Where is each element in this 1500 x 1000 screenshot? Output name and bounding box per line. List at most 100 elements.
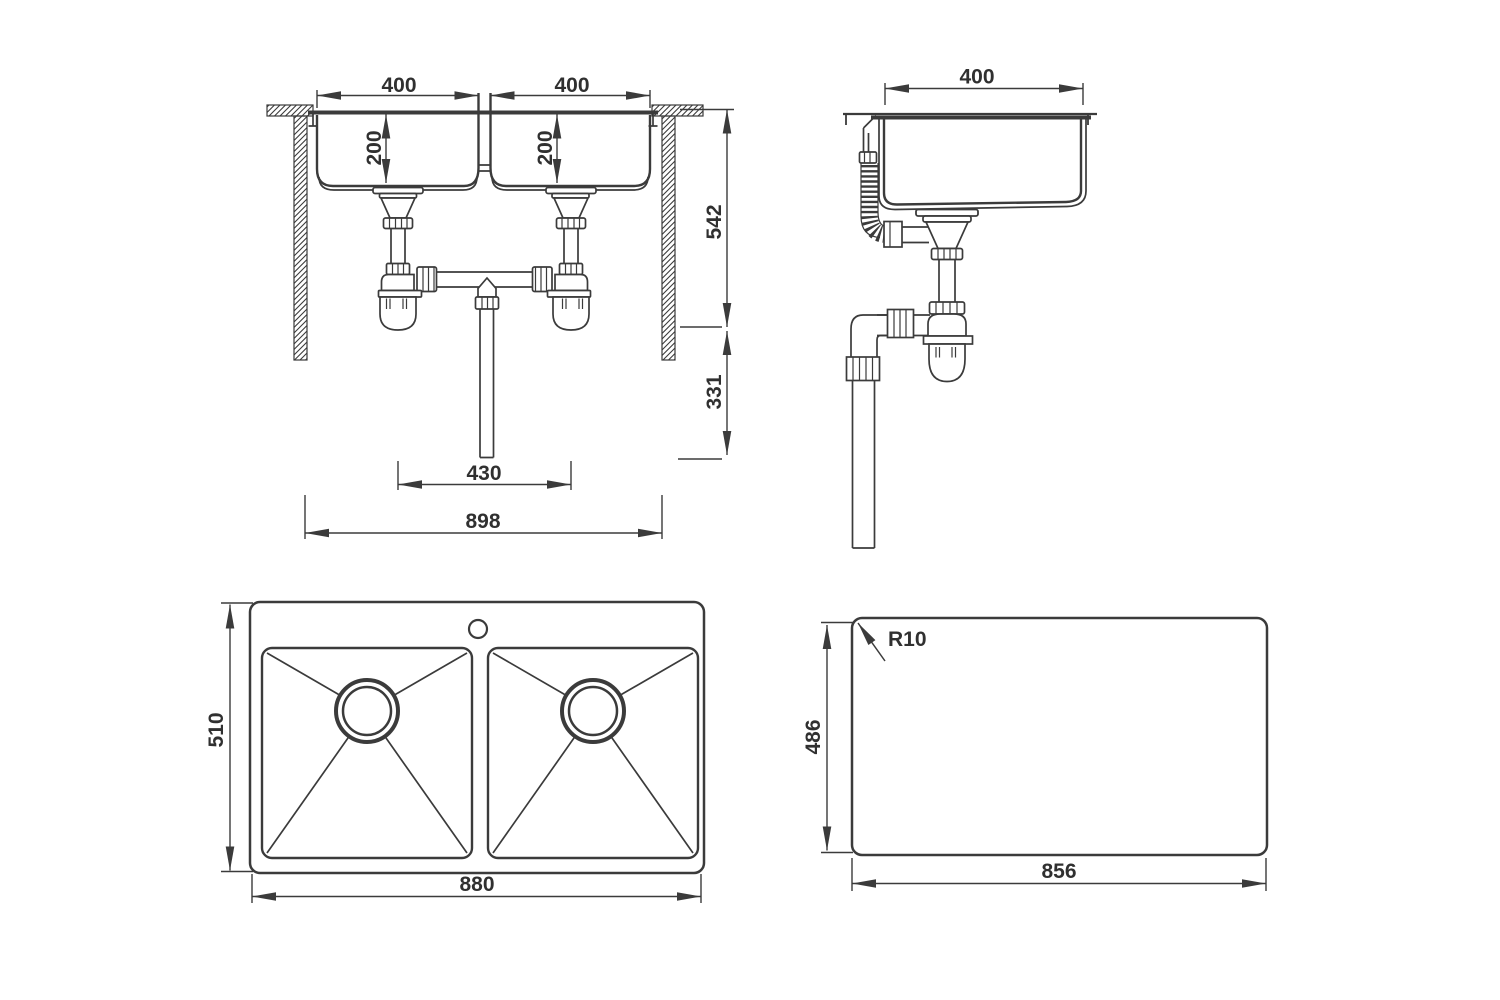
drain-assembly-right — [531, 186, 597, 331]
tailpiece-cone — [552, 197, 590, 219]
dim-cutout-depth: 486 — [802, 621, 853, 854]
dimension-label: 856 — [1041, 860, 1076, 883]
dim-right-bowl-depth: 200 — [534, 114, 562, 183]
dimension-label: 510 — [205, 712, 228, 747]
cabinet-wall-hatch-left — [293, 115, 308, 361]
bowl-right-top — [486, 646, 700, 860]
waste-standpipe — [479, 309, 495, 459]
collar-ridges — [937, 249, 957, 260]
trap-outlet-nut — [531, 266, 553, 293]
dim-overall-width: 898 — [304, 495, 663, 539]
tailpiece-pipe — [390, 228, 406, 264]
hose-fitting — [883, 220, 903, 248]
strainer-flange — [545, 186, 597, 195]
bowl-left-drain — [266, 652, 468, 854]
drain-assembly-left — [372, 186, 438, 331]
overflow-collar-ridges — [863, 152, 871, 163]
dimension-label: 880 — [459, 873, 494, 896]
strainer-plate — [922, 215, 972, 223]
standpipe-nut-ridges — [852, 357, 874, 380]
trap-cup — [928, 343, 966, 383]
cutout-view: R10 486 856 — [802, 616, 1269, 891]
overflow-branch-pipe — [902, 226, 932, 244]
overflow-corrugated-hose — [861, 165, 886, 243]
trap-outlet-nut — [416, 266, 438, 293]
extension-lines — [221, 602, 253, 873]
dimension-label: 200 — [534, 130, 557, 165]
trap-cup-flange — [546, 289, 592, 298]
trap-nut-ridges — [564, 264, 578, 274]
trap-dome — [927, 313, 967, 337]
plan-view: 510 880 — [205, 600, 706, 903]
outlet-nut-ridges — [534, 267, 548, 291]
trap-cup-flange — [377, 289, 423, 298]
tailpiece-cone — [924, 221, 970, 250]
trap-cup — [552, 296, 590, 331]
radius-leader-line — [857, 622, 886, 662]
elbow-outer — [850, 314, 888, 357]
bowl-outer-shell — [878, 119, 1087, 211]
countertop-hatch-right — [651, 104, 704, 117]
trap-cup-slots — [385, 298, 408, 309]
radius-label: R10 — [888, 628, 927, 651]
waste-tee-assembly — [474, 276, 500, 459]
drain-ring-outer — [334, 678, 400, 744]
dimension-label: 200 — [363, 130, 386, 165]
dimension-label: 400 — [381, 74, 416, 97]
drain-ring-inner — [341, 685, 393, 737]
trap-cup-slots — [935, 347, 957, 358]
bowl-left-outline — [315, 93, 480, 188]
dim-right-bowl-width: 400 — [490, 74, 651, 108]
tailpiece-pipe — [563, 228, 579, 264]
dimension-label: 898 — [465, 510, 500, 533]
side-section-view: 400 — [843, 66, 1097, 549]
bowl-left-top — [260, 646, 474, 860]
elbow-nut-ridges — [893, 310, 907, 337]
trap-body — [554, 273, 589, 292]
dim-left-bowl-width: 400 — [316, 74, 479, 108]
strainer-flange — [372, 186, 424, 195]
tailpiece-pipe — [938, 259, 956, 302]
dimension-label: 486 — [802, 719, 825, 754]
dim-side-bowl-width: 400 — [884, 66, 1084, 105]
dim-rim-to-trap: 542 — [680, 108, 734, 328]
side-drain-assembly — [845, 208, 979, 549]
dimension-label: 430 — [466, 462, 501, 485]
cabinet-wall-hatch-right — [661, 115, 676, 361]
dim-cutout-width: 856 — [851, 858, 1267, 891]
bowl-crease-lines — [266, 652, 468, 854]
waste-standpipe — [851, 380, 876, 549]
outlet-nut-ridges — [422, 267, 435, 291]
overflow-tube — [862, 114, 877, 152]
dim-drain-spacing: 430 — [397, 461, 572, 490]
dimension-label: 400 — [959, 66, 994, 89]
drain-ring-outer — [560, 678, 626, 744]
countertop-hatch-left — [266, 104, 314, 117]
dimension-label: 400 — [554, 74, 589, 97]
dim-plan-width: 880 — [251, 873, 702, 903]
tailpiece-collar — [930, 247, 964, 261]
overflow-collar — [858, 151, 878, 164]
hose-edge-left — [860, 163, 881, 239]
collar-ridges — [561, 218, 581, 228]
standpipe-nut — [845, 356, 881, 382]
trap-body — [380, 273, 415, 292]
trap-cup — [379, 296, 417, 331]
trap-nut — [928, 301, 966, 315]
bowl-right-drain — [492, 652, 694, 854]
bowl-divider-bridge — [478, 164, 491, 172]
dim-left-bowl-depth: 200 — [363, 114, 391, 183]
dimension-label: 331 — [703, 374, 726, 409]
faucet-hole — [467, 618, 489, 640]
tailpiece-collar — [382, 217, 414, 230]
front-section-view: 400 400 200 200 542 331 430 — [266, 74, 734, 539]
extension-lines — [821, 621, 853, 854]
trap-nut-ridges — [935, 302, 958, 314]
bowl-crease-lines — [492, 652, 694, 854]
trap-nut-ridges — [391, 264, 405, 274]
tailpiece-cone — [379, 197, 417, 219]
collar-ridges — [388, 218, 408, 228]
trap-band — [922, 335, 974, 345]
dim-plan-depth: 510 — [205, 602, 253, 873]
